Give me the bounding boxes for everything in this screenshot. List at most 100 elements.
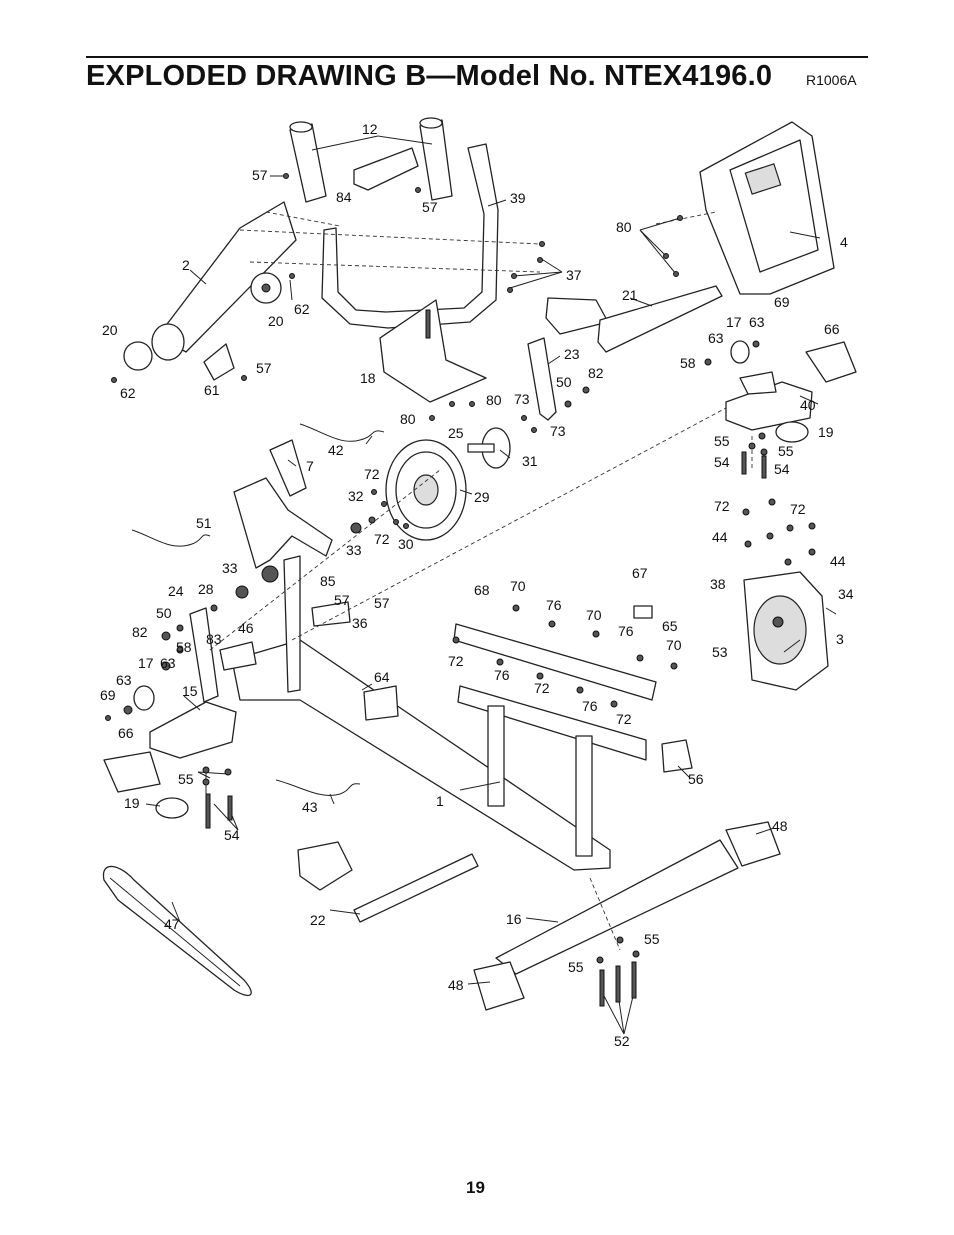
pivot-shield	[203, 343, 235, 381]
callout: 80	[400, 411, 416, 427]
left-bearing	[133, 685, 155, 711]
rail-support	[457, 685, 647, 761]
callout: 66	[118, 725, 134, 741]
callout: 76	[546, 597, 562, 613]
callout: 83	[206, 631, 222, 647]
callout: 31	[522, 453, 538, 469]
callout: 1	[436, 793, 444, 809]
callout: 50	[556, 374, 572, 390]
right-leveler	[775, 421, 809, 443]
callout: 32	[348, 488, 364, 504]
callout: 28	[198, 581, 214, 597]
right-pedal	[545, 285, 723, 353]
callout: 4	[840, 234, 848, 250]
callout: 20	[268, 313, 284, 329]
pulley	[467, 427, 511, 469]
callout: 72	[790, 501, 806, 517]
callout: 80	[486, 392, 502, 408]
front-extension	[725, 381, 813, 431]
bracket-64	[363, 685, 399, 721]
callout: 73	[514, 391, 530, 407]
callout: 58	[680, 355, 696, 371]
front-extension-bracket	[739, 371, 777, 395]
callout: 29	[474, 489, 490, 505]
leader-lines	[145, 135, 837, 1035]
callout: 72	[448, 653, 464, 669]
callout: 57	[422, 199, 438, 215]
callout: 53	[712, 644, 728, 660]
callout: 66	[824, 321, 840, 337]
callout: 43	[302, 799, 318, 815]
right-bearing	[730, 340, 750, 364]
callout: 76	[582, 698, 598, 714]
main-frame	[231, 639, 611, 871]
callout: 62	[294, 301, 310, 317]
callout: 30	[398, 536, 414, 552]
callout: 82	[588, 365, 604, 381]
callout: 64	[374, 669, 390, 685]
callout: 51	[196, 515, 212, 531]
callout: 76	[494, 667, 510, 683]
drive-belt	[102, 865, 252, 997]
callout: 25	[448, 425, 464, 441]
callout: 52	[614, 1033, 630, 1049]
callout: 82	[132, 624, 148, 640]
callout: 24	[168, 583, 184, 599]
callout: 65	[662, 618, 678, 634]
callout: 55	[178, 771, 194, 787]
handlebar-grips	[289, 117, 453, 203]
left-pedal	[297, 841, 479, 923]
pivot-disc-upper-center	[261, 283, 271, 293]
callout: 69	[100, 687, 116, 703]
callout: 44	[830, 553, 846, 569]
wire-harness-51	[131, 529, 211, 547]
callout: 34	[838, 586, 854, 602]
callout: 76	[618, 623, 634, 639]
callout: 2	[182, 257, 190, 273]
callout: 55	[568, 959, 584, 975]
upright-bracket	[379, 299, 487, 403]
callout: 42	[328, 442, 344, 458]
console	[699, 121, 835, 295]
callout: 67	[632, 565, 648, 581]
header-rule	[86, 56, 868, 58]
callout: 57	[374, 595, 390, 611]
callout: 17	[726, 314, 742, 330]
callout: 57	[334, 592, 350, 608]
callout: 54	[714, 454, 730, 470]
rear-stabilizer	[495, 839, 739, 975]
lower-upright-cover	[269, 439, 307, 497]
alignment-lines	[209, 211, 753, 951]
callout: 84	[336, 189, 352, 205]
upper-handlebar	[321, 143, 499, 329]
callout: 48	[448, 977, 464, 993]
callout: 80	[616, 219, 632, 235]
callout: 47	[164, 916, 180, 932]
callout: 55	[714, 433, 730, 449]
callout: 37	[566, 267, 582, 283]
callout: 36	[352, 615, 368, 631]
upper-upright	[157, 201, 297, 353]
left-extension	[149, 701, 237, 759]
callout: 22	[310, 912, 326, 928]
callout: 72	[534, 680, 550, 696]
callout: 85	[320, 573, 336, 589]
callout: 55	[778, 443, 794, 459]
right-endcap	[805, 341, 857, 383]
callout: 18	[360, 370, 376, 386]
upright-tube-end	[151, 323, 185, 361]
callout: 33	[346, 542, 362, 558]
callout: 72	[714, 498, 730, 514]
callout: 40	[800, 397, 816, 413]
pivot-disc-lower	[123, 341, 153, 371]
sensor-bracket	[311, 601, 351, 627]
callout: 69	[774, 294, 790, 310]
rail-endcap	[661, 739, 693, 773]
callout: 3	[836, 631, 844, 647]
page-number: 19	[466, 1178, 485, 1197]
upright-post	[283, 555, 301, 693]
lower-upright	[233, 477, 333, 569]
callout-labels: 12 57 84 57 39 2 80 4 37 21 20 62 69 20 …	[100, 121, 854, 1049]
callout: 63	[708, 330, 724, 346]
resistance-housing	[743, 571, 829, 691]
